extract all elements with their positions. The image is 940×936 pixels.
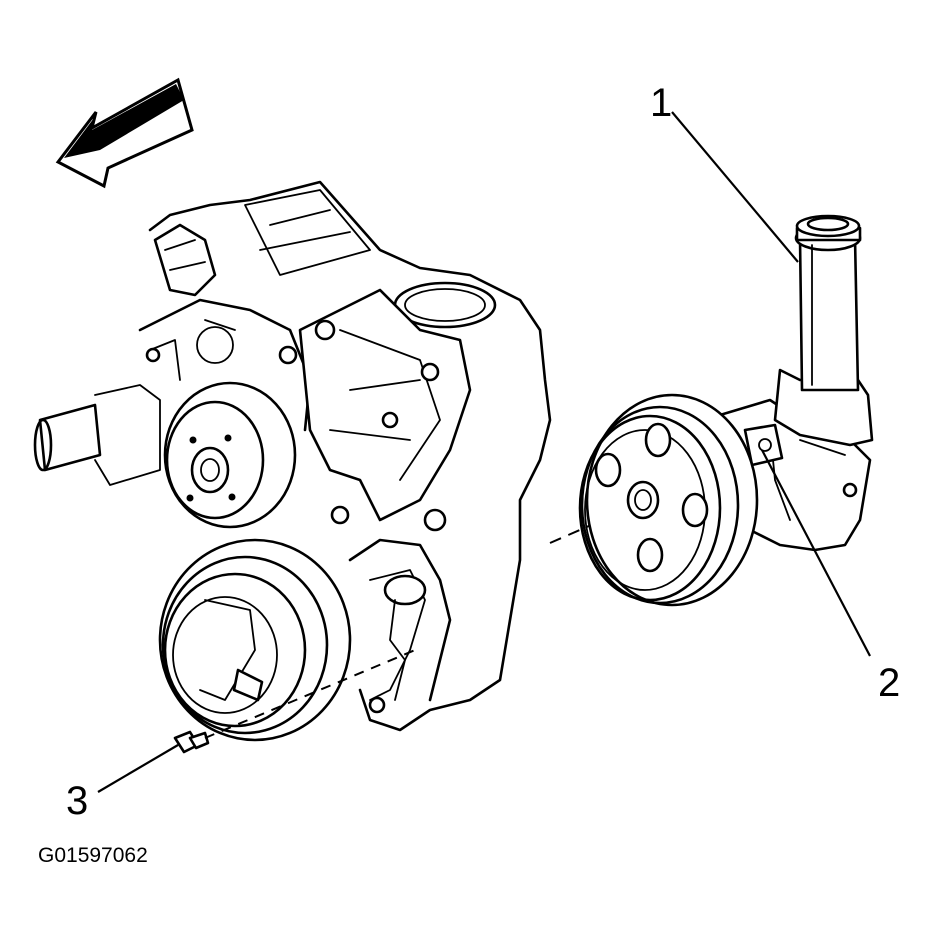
pump-mount-tab xyxy=(743,423,784,467)
fluid-reservoir-icon xyxy=(773,214,874,447)
pulley-icon xyxy=(578,393,759,607)
bolt-icon xyxy=(173,647,421,754)
leader-line-3 xyxy=(97,744,179,793)
leader-line-1 xyxy=(671,111,799,263)
callout-2: 2 xyxy=(878,661,900,705)
engine-front-illustration xyxy=(33,180,552,742)
direction-arrow-icon xyxy=(55,77,194,189)
callout-3: 3 xyxy=(66,779,88,823)
figure-id: G01597062 xyxy=(38,844,148,867)
callout-1: 1 xyxy=(650,81,672,125)
leader-line-2 xyxy=(761,449,871,657)
